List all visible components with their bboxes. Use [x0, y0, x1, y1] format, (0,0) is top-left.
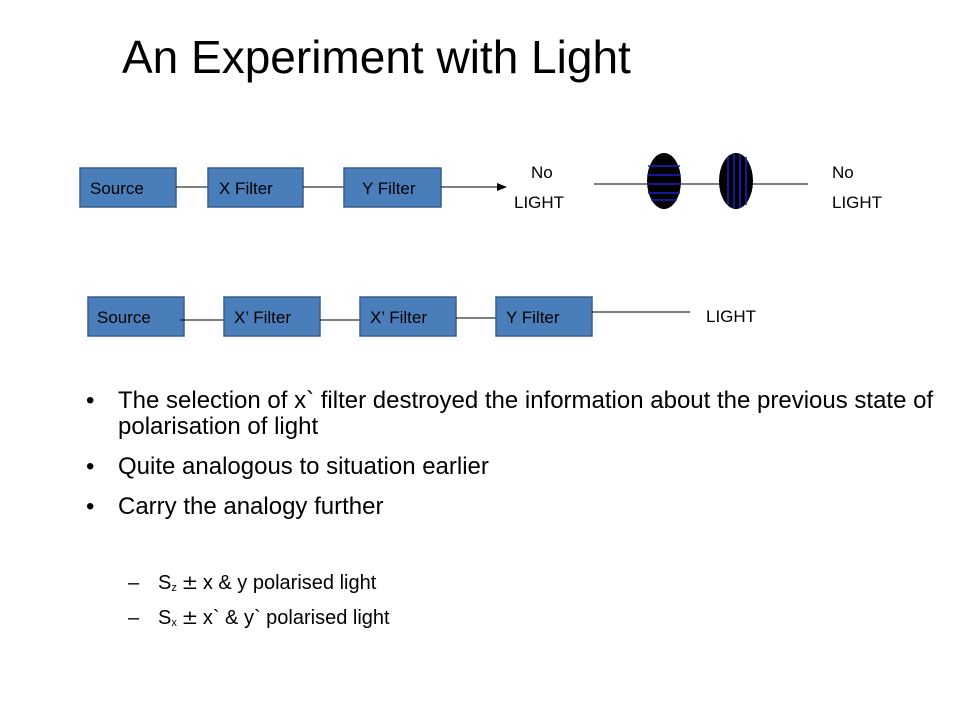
row1-result2-no: No — [832, 163, 854, 182]
bullet-item: Carry the analogy further — [80, 494, 940, 521]
row1-result-no: No — [531, 163, 553, 182]
row1-source-box: Source — [79, 167, 177, 208]
spin-symbol: S — [158, 572, 172, 594]
row2-y-filter-box: Y Filter — [495, 296, 593, 337]
page-title: An Experiment with Light — [122, 31, 631, 83]
row1-x-filter-label: X Filter — [219, 179, 273, 198]
bullet-list: The selection of x` filter destroyed the… — [80, 388, 940, 534]
row2-x-prime-filter-box-2: X’ Filter — [359, 296, 457, 337]
sub-item-text: x & y polarised light — [202, 572, 377, 594]
row1-result-light: LIGHT — [514, 193, 564, 212]
horizontal-polariser-icon — [647, 153, 681, 209]
row1-y-filter-label: Y Filter — [362, 179, 416, 198]
bullet-item: Quite analogous to situation earlier — [80, 454, 940, 481]
row2-x-prime-filter-label-2: X’ Filter — [370, 308, 427, 327]
row2-x-prime-filter-box-1: X’ Filter — [223, 296, 321, 337]
spin-subscript: x — [171, 617, 177, 629]
spin-symbol: S — [158, 607, 172, 629]
sub-item-sz: –Sz ±x & y polarised light — [128, 570, 728, 600]
row1-source-label: Source — [90, 179, 144, 198]
plus-minus-symbol: ± — [181, 570, 199, 594]
vertical-polariser-icon — [719, 153, 753, 209]
spin-subscript: z — [171, 582, 177, 594]
row2-y-filter-label: Y Filter — [506, 308, 560, 327]
sub-item-sx: –Sx ±x` & y` polarised light — [128, 605, 728, 635]
row2-result-light: LIGHT — [706, 307, 756, 326]
sub-item-text: x` & y` polarised light — [202, 607, 390, 629]
row1-x-filter-box: X Filter — [207, 167, 304, 208]
dash-marker: – — [128, 572, 140, 594]
row1-y-filter-box: Y Filter — [343, 167, 442, 208]
row1-result2-light: LIGHT — [832, 193, 882, 212]
plus-minus-symbol: ± — [181, 605, 199, 629]
bullet-item: The selection of x` filter destroyed the… — [80, 388, 940, 440]
row2-source-box: Source — [87, 296, 185, 337]
row2-x-prime-filter-label-1: X’ Filter — [234, 308, 291, 327]
dash-marker: – — [128, 607, 140, 629]
row2-source-label: Source — [97, 308, 151, 327]
